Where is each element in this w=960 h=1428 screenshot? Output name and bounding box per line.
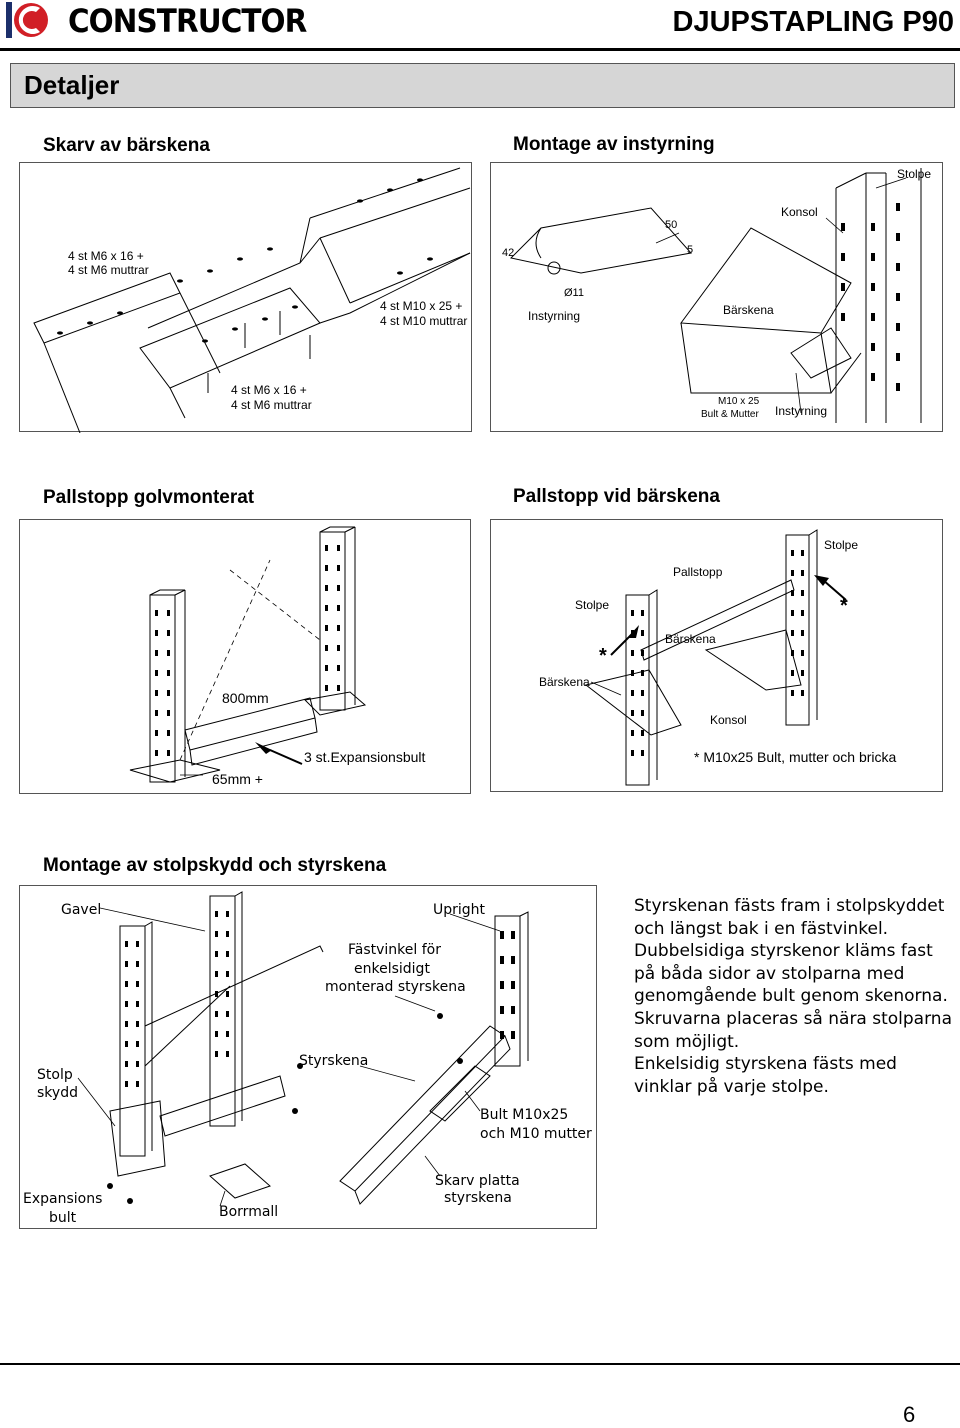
label-bult-m10x25: Bult M10x25 <box>480 1107 569 1123</box>
section-title-stolpskydd: Montage av stolpskydd och styrskena <box>43 855 387 876</box>
section-title-barskena-stopp: Pallstopp vid bärskena <box>513 486 720 507</box>
label-instyrning-1: Instyrning <box>528 309 581 323</box>
label-konsol: Konsol <box>710 713 747 727</box>
footer-divider <box>0 1363 960 1365</box>
label-m6-bolts-bottom-2: 4 st M6 muttrar <box>231 398 312 412</box>
label-barskena: Bärskena <box>723 303 774 317</box>
section-title-golv: Pallstopp golvmonterat <box>43 487 255 508</box>
marker-star-right: * <box>840 595 848 617</box>
post-protector-drawing <box>77 891 529 1207</box>
label-borrmall: Borrmall <box>219 1204 279 1220</box>
description-paragraph: Styrskenan fästs fram i stolpskyddet och… <box>634 896 945 939</box>
floor-stop-drawing <box>129 526 367 783</box>
description-paragraph: Dubbelsidiga styrskenor kläms fast på bå… <box>634 941 948 1007</box>
label-styrskena: Styrskena <box>299 1053 369 1069</box>
assembly-description: Styrskenan fästs fram i stolpskyddet och… <box>634 895 954 1098</box>
label-m6-bolts-top-2: 4 st M6 muttrar <box>68 263 149 277</box>
label-m10-mutter: och M10 mutter <box>480 1126 592 1142</box>
label-barskena-1: Bärskena <box>665 632 716 646</box>
figure-stolpskydd-styrskena: Gavel Upright Fästvinkel för enkelsidigt… <box>19 885 597 1229</box>
section-title-instyrning: Montage av instyrning <box>513 134 715 155</box>
label-stolpe-2: Stolpe <box>575 598 610 612</box>
label-65mm: 65mm + <box>212 771 263 787</box>
label-bolt-note: * M10x25 Bult, mutter och bricka <box>694 749 897 765</box>
label-dim-5: 5 <box>687 244 694 256</box>
page-title: Detaljer <box>24 70 120 100</box>
description-paragraph: Enkelsidig styrskena fästs med vinklar p… <box>634 1054 897 1097</box>
label-fastvinkel-2: enkelsidigt <box>354 961 430 977</box>
header-divider <box>0 48 960 51</box>
label-skarv-platta: Skarv platta <box>435 1173 520 1189</box>
brand-logo-icon <box>6 2 48 38</box>
label-m6-bolts-bottom-1: 4 st M6 x 16 + <box>231 383 307 397</box>
section-banner <box>10 63 955 108</box>
beam-splice-drawing <box>33 167 471 433</box>
guide-mounting-drawing <box>509 168 922 423</box>
label-stolp: Stolp <box>37 1067 73 1083</box>
label-skydd: skydd <box>37 1085 78 1101</box>
figure-montage-instyrning: Stolpe Konsol 50 42 5 Ø11 Instyrning Bär… <box>490 162 943 432</box>
label-skarv-styrskena: styrskena <box>444 1190 512 1206</box>
label-stolpe-1: Stolpe <box>824 538 859 552</box>
label-bult: bult <box>49 1210 77 1226</box>
label-instyrning-2: Instyrning <box>775 404 828 418</box>
label-fastvinkel-3: monterad styrskena <box>325 979 466 995</box>
label-dim-11: Ø11 <box>564 287 584 299</box>
label-gavel: Gavel <box>61 902 102 918</box>
label-konsol: Konsol <box>781 205 818 219</box>
label-stolpe: Stolpe <box>897 167 932 181</box>
label-pallstopp: Pallstopp <box>673 565 723 579</box>
label-m6-bolts-top-1: 4 st M6 x 16 + <box>68 249 144 263</box>
figure-pallstopp-barskena: Stolpe Pallstopp Stolpe * * Bärskena Bär… <box>490 519 943 792</box>
label-upright: Upright <box>433 902 486 918</box>
marker-star-left: * <box>599 645 607 667</box>
label-expansionsbult: 3 st.Expansionsbult <box>304 749 426 765</box>
label-expansions: Expansions <box>23 1191 103 1207</box>
section-title-skarv: Skarv av bärskena <box>43 135 210 156</box>
label-m10-bolts-1: 4 st M10 x 25 + <box>380 299 463 313</box>
label-barskena-2: Bärskena <box>539 675 590 689</box>
figure-pallstopp-golv: 800mm 65mm + 3 st.Expansionsbult <box>19 519 471 794</box>
figure-skarv-barskena: 4 st M6 x 16 + 4 st M6 muttrar 4 st M10 … <box>19 162 472 433</box>
label-m10-bolts-2: 4 st M10 muttrar <box>380 314 468 328</box>
label-m10x25: M10 x 25 <box>718 396 760 407</box>
label-dim-42: 42 <box>502 247 515 259</box>
label-800mm: 800mm <box>222 690 269 706</box>
brand-name: CONSTRUCTOR <box>68 2 307 40</box>
page-number: 6 <box>903 1402 916 1427</box>
label-bult-mutter: Bult & Mutter <box>701 409 759 420</box>
label-dim-50: 50 <box>665 219 678 231</box>
description-paragraph: Skruvarna placeras så nära stolparna som… <box>634 1008 952 1052</box>
label-fastvinkel-1: Fästvinkel för <box>348 942 441 958</box>
beam-stop-drawing <box>584 529 847 786</box>
document-title: DJUPSTAPLING P90 <box>672 6 954 38</box>
